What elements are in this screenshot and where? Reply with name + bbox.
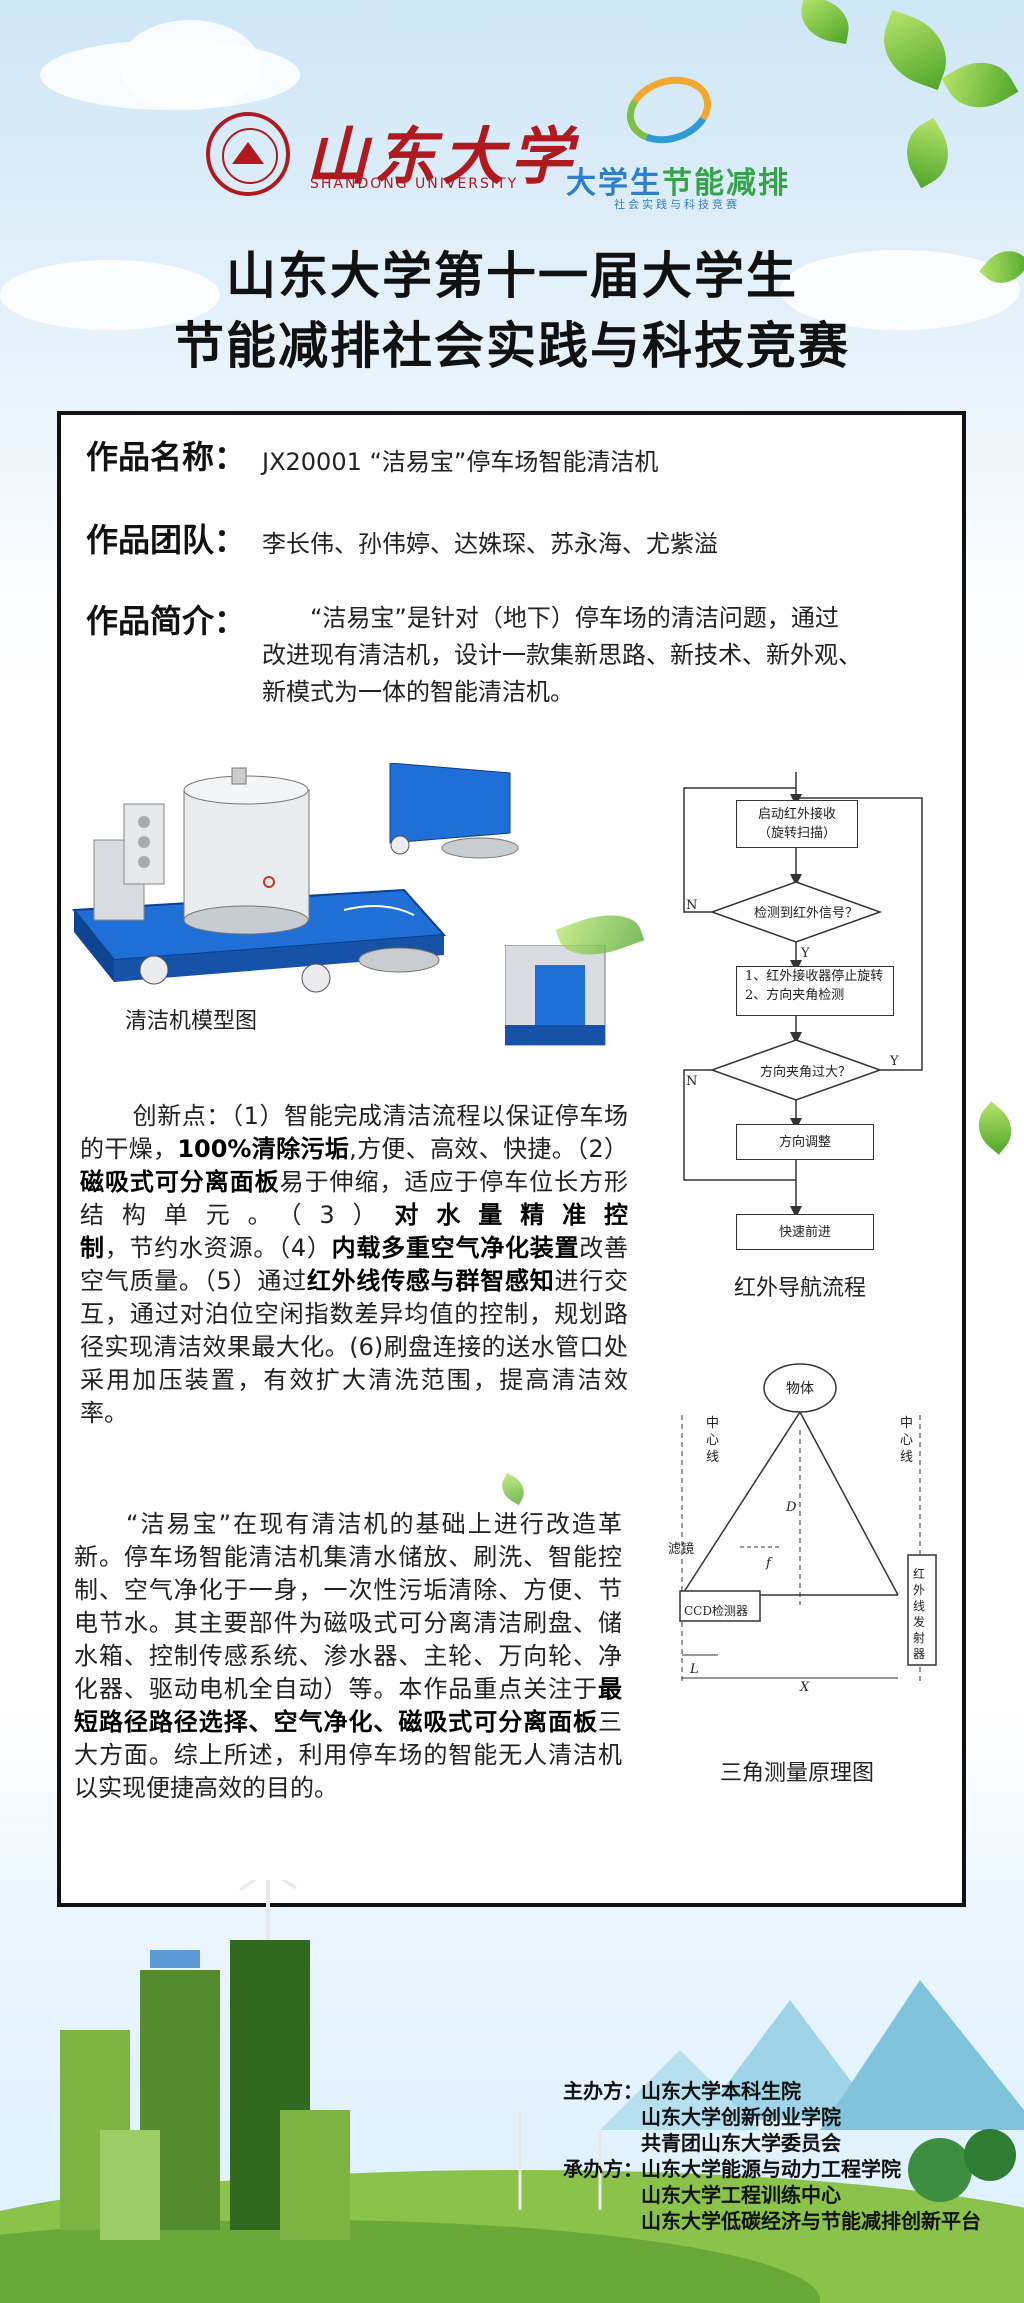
triangulation-l-label: L (690, 1662, 699, 1677)
host-org-2: 山东大学创新创业学院 (641, 2105, 841, 2129)
triangulation-centerline-left: 中心线 (706, 1416, 720, 1465)
flowchart-caption: 红外导航流程 (734, 1276, 867, 1301)
flowchart-yes-label: Y (801, 946, 810, 961)
machine-model-render (72, 767, 447, 993)
cloud-decoration (780, 250, 1020, 330)
cloud-decoration (0, 260, 220, 330)
work-team-value: 李长伟、孙伟婷、达姝琛、苏永海、尤紫溢 (262, 530, 718, 558)
work-intro-value: “洁易宝”是针对（地下）停车场的清洁问题，通过改进现有清洁机，设计一款集新思路、… (262, 604, 862, 706)
poster-title-line2: 节能减排社会实践与科技竞赛 (174, 317, 850, 375)
triangulation-d-label: D (786, 1500, 797, 1515)
machine-detail-top (389, 763, 519, 859)
sdu-name-en: SHANDONG UNIVERSITY (310, 176, 519, 192)
triangulation-ccd-label: CCD检测器 (684, 1604, 748, 1618)
undertaker-org-3: 山东大学低碳经济与节能减排创新平台 (641, 2209, 981, 2233)
flowchart-yes-label: Y (890, 1054, 899, 1069)
triangulation-lens-label: 滤镜 (668, 1542, 695, 1557)
description-paragraph: “洁易宝”在现有清洁机的基础上进行改造革新。停车场智能清洁机集清水储放、刷洗、智… (74, 1510, 622, 1802)
machine-detail-side (505, 945, 606, 1046)
innovation-paragraph: 创新点：（1）智能完成清洁流程以保证停车场的干燥，100%清除污垢,方便、高效、… (80, 1102, 629, 1427)
triangulation-emitter-label: 红外线发射器 (913, 1567, 926, 1661)
flowchart-no-label: N (686, 898, 698, 913)
flowchart-step-forward: 快速前进 (736, 1214, 874, 1250)
triangulation-f-label: f (766, 1556, 771, 1571)
work-intro-label: 作品简介： (86, 602, 247, 640)
flowchart-decision-signal: 检测到红外信号？ (754, 906, 859, 921)
undertaker-org-1: 山东大学能源与动力工程学院 (641, 2157, 901, 2181)
work-name-value: JX20001 “洁易宝”停车场智能清洁机 (262, 448, 659, 476)
host-label: 主办方： (563, 2079, 643, 2103)
flowchart-no-label: N (686, 1074, 698, 1089)
green-city-illustration (0, 1880, 1024, 2303)
undertaker-org-2: 山东大学工程训练中心 (641, 2183, 841, 2207)
sdu-seal-icon (206, 112, 290, 196)
flowchart-step-adjust: 方向调整 (736, 1124, 874, 1160)
flowchart-step-start: 启动红外接收（旋转扫描） (736, 800, 858, 848)
triangulation-centerline-right: 中心线 (900, 1416, 914, 1465)
work-team-label: 作品团队： (86, 521, 247, 559)
undertaker-label: 承办方： (563, 2157, 643, 2181)
contest-logo-text: 大学生节能减排 (566, 166, 790, 201)
model-caption: 清洁机模型图 (125, 1009, 258, 1034)
triangulation-x-label: X (800, 1680, 810, 1695)
cloud-decoration (120, 20, 260, 110)
host-org-3: 共青团山东大学委员会 (641, 2131, 841, 2155)
triangulation-diagram (679, 1363, 937, 1685)
flowchart-connectors (683, 772, 923, 1218)
triangulation-caption: 三角测量原理图 (720, 1761, 875, 1786)
triangulation-object-label: 物体 (786, 1381, 814, 1397)
poster-title-line1: 山东大学第十一届大学生 (226, 247, 798, 305)
flowchart-decision-angle: 方向夹角过大？ (760, 1065, 852, 1080)
work-name-label: 作品名称： (86, 438, 247, 476)
contest-logo-subtitle: 社会实践与科技竞赛 (614, 198, 740, 211)
host-org-1: 山东大学本科生院 (641, 2079, 801, 2103)
sdu-name-cn: 山东大学 (306, 120, 579, 193)
